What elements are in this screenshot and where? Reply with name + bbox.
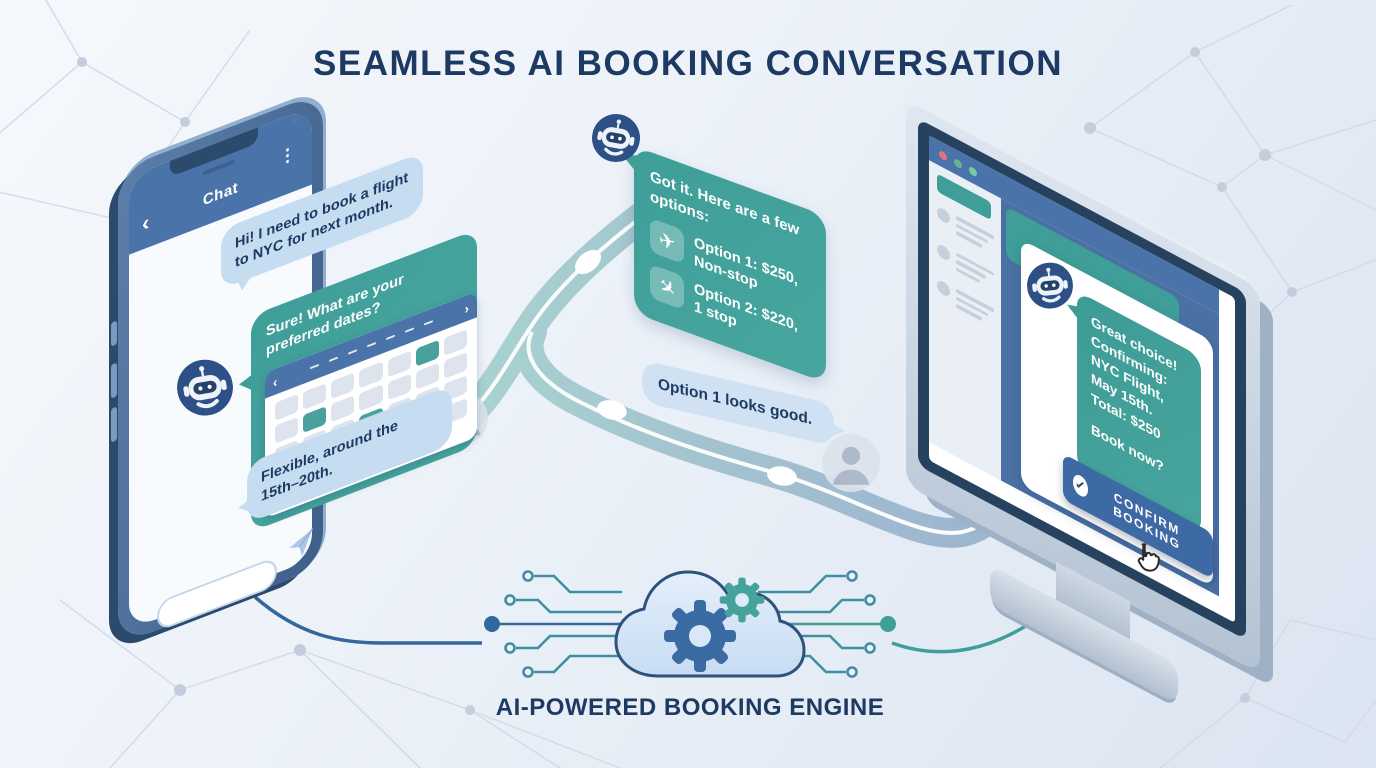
calendar-day-cell[interactable] bbox=[275, 393, 299, 421]
conversation-sidebar bbox=[929, 160, 1001, 481]
calendar-day-cell[interactable] bbox=[415, 362, 439, 390]
chat-card: Great choice! Confirming: NYC Flight, Ma… bbox=[1021, 239, 1213, 588]
calendar-day-cell[interactable] bbox=[359, 361, 383, 389]
calendar-day-cell[interactable] bbox=[303, 406, 327, 433]
plane-takeoff-icon: ✈ bbox=[650, 217, 684, 265]
phone-mockup: ‹ Chat ⋮ Hi! I need to book a flight to … bbox=[111, 91, 477, 646]
calendar-day-cell[interactable] bbox=[331, 372, 355, 400]
calendar-day-cell[interactable] bbox=[387, 350, 411, 378]
booking-app-window: Great choice! Confirming: NYC Flight, Ma… bbox=[929, 135, 1219, 597]
page-title: SEAMLESS AI BOOKING CONVERSATION bbox=[313, 44, 1063, 83]
right-terminal-dot bbox=[880, 616, 896, 632]
hand-cursor-icon bbox=[1137, 543, 1160, 572]
send-icon[interactable] bbox=[287, 525, 315, 564]
calendar-day-cell[interactable] bbox=[303, 383, 327, 410]
chat-panel: Great choice! Confirming: NYC Flight, Ma… bbox=[1001, 198, 1219, 597]
phone-silence-switch[interactable] bbox=[111, 320, 117, 347]
window-close-button[interactable] bbox=[939, 149, 947, 162]
phone-screen: ‹ Chat ⋮ Hi! I need to book a flight to … bbox=[129, 106, 477, 633]
calendar-day-cell[interactable] bbox=[443, 329, 467, 356]
calendar-day-cell[interactable] bbox=[387, 373, 411, 401]
calendar-prev-icon[interactable]: ‹ bbox=[273, 373, 278, 391]
left-terminal-dot bbox=[484, 616, 500, 632]
phone-volume-up-button[interactable] bbox=[111, 362, 117, 399]
gear-icon bbox=[664, 600, 736, 672]
ai-booking-engine bbox=[484, 570, 896, 678]
engine-label: AI-POWERED BOOKING ENGINE bbox=[495, 694, 885, 721]
calendar-day-cell[interactable] bbox=[443, 352, 467, 379]
bot-avatar bbox=[588, 110, 644, 166]
circuit-traces-left bbox=[500, 574, 624, 674]
calendar-day-cell[interactable] bbox=[359, 384, 383, 412]
monitor-screen: Great choice! Confirming: NYC Flight, Ma… bbox=[929, 135, 1235, 623]
bot-avatar bbox=[173, 355, 238, 420]
avatar bbox=[937, 205, 950, 226]
avatar bbox=[937, 278, 950, 299]
window-minimize-button[interactable] bbox=[954, 157, 962, 170]
desktop-monitor-mockup: Great choice! Confirming: NYC Flight, Ma… bbox=[906, 100, 1260, 705]
avatar bbox=[937, 241, 950, 262]
calendar-next-icon[interactable]: › bbox=[464, 299, 469, 317]
check-icon: ✓ bbox=[1073, 471, 1088, 500]
gear-icon-small bbox=[719, 577, 765, 623]
calendar-day-cell[interactable] bbox=[415, 339, 439, 367]
calendar-day-cell[interactable] bbox=[331, 395, 355, 423]
calendar-day-cell[interactable] bbox=[275, 416, 299, 444]
phone-volume-down-button[interactable] bbox=[111, 406, 117, 443]
plane-landing-icon: ✈ bbox=[650, 264, 684, 311]
phone-camera-dot bbox=[292, 116, 298, 126]
window-maximize-button[interactable] bbox=[969, 164, 977, 178]
monitor-bezel: Great choice! Confirming: NYC Flight, Ma… bbox=[918, 118, 1246, 640]
